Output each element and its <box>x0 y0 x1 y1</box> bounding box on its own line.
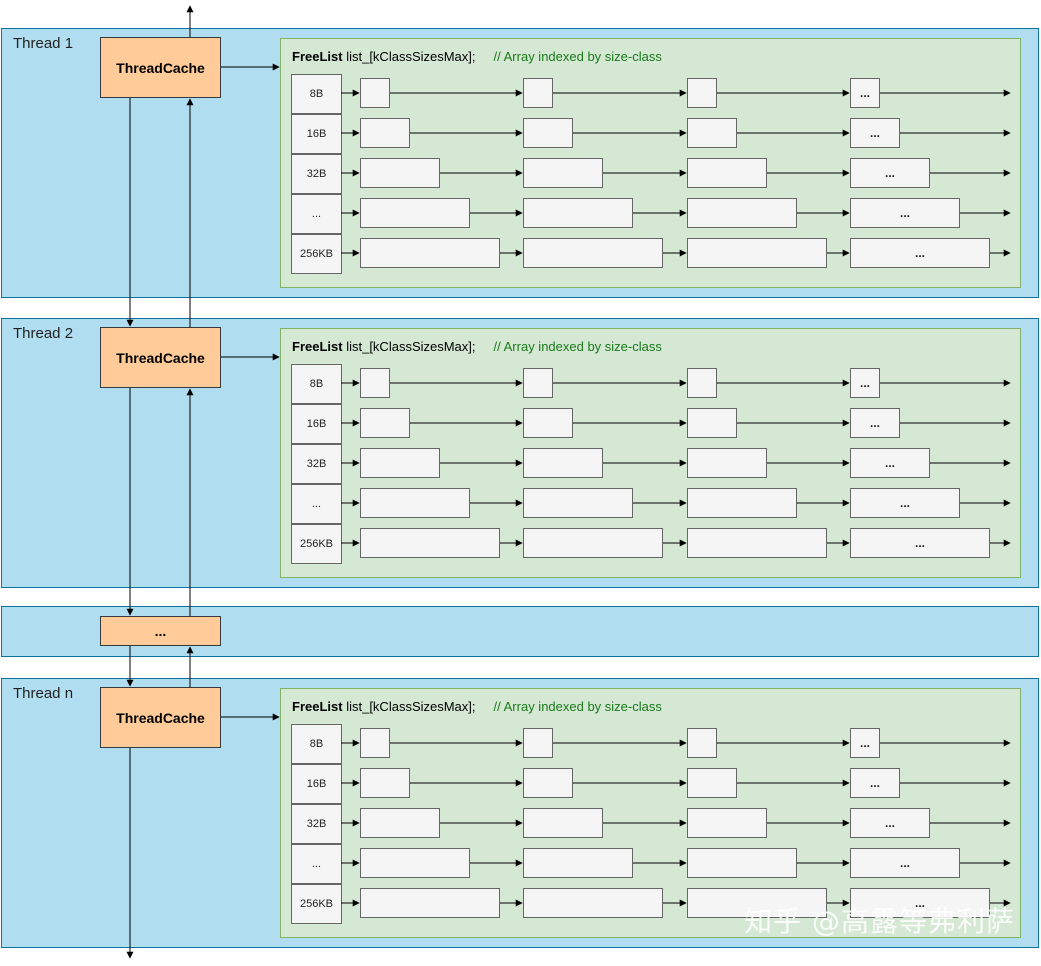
freelist-array: list_[kClassSizesMax]; <box>346 339 476 354</box>
freelist-node <box>523 118 573 148</box>
freelist-keyword: FreeList <box>292 339 343 354</box>
freelist-comment: // Array indexed by size-class <box>493 699 662 714</box>
size-class-cell: 16B <box>291 404 342 444</box>
freelist-node-more: ... <box>850 118 900 148</box>
freelist-node-more: ... <box>850 78 880 108</box>
freelist-node <box>360 158 440 188</box>
size-class-cell: 256KB <box>291 234 342 274</box>
freelist-node <box>360 408 410 438</box>
size-class-cell: ... <box>291 194 342 234</box>
freelist-node <box>523 808 603 838</box>
size-class-cell: 16B <box>291 764 342 804</box>
size-class-cell: 16B <box>291 114 342 154</box>
freelist-node <box>360 368 390 398</box>
freelist-node <box>523 768 573 798</box>
freelist-node-more: ... <box>850 528 990 558</box>
watermark: 知乎 @高露等弗利萨 <box>744 905 1015 938</box>
thread-label: Thread n <box>13 685 74 702</box>
freelist-node <box>523 528 663 558</box>
freelist-node-more: ... <box>850 198 960 228</box>
freelist-node <box>687 768 737 798</box>
freelist-node-more: ... <box>850 768 900 798</box>
size-class-cell: 32B <box>291 444 342 484</box>
size-class-cell: ... <box>291 844 342 884</box>
freelist-node <box>687 448 767 478</box>
size-class-cell: ... <box>291 484 342 524</box>
freelist-node <box>360 808 440 838</box>
freelist-comment: // Array indexed by size-class <box>493 49 662 64</box>
freelist-declaration: FreeList list_[kClassSizesMax]; // Array … <box>292 49 662 64</box>
freelist-node <box>687 488 797 518</box>
freelist-node <box>523 728 553 758</box>
freelist-node <box>687 528 827 558</box>
freelist-node <box>360 238 500 268</box>
freelist-node <box>523 198 633 228</box>
freelist-node <box>360 198 470 228</box>
freelist-keyword: FreeList <box>292 49 343 64</box>
freelist-node <box>360 528 500 558</box>
freelist-keyword: FreeList <box>292 699 343 714</box>
freelist-node <box>523 448 603 478</box>
thread-cache-box: ThreadCache <box>100 687 221 748</box>
size-class-cell: 256KB <box>291 884 342 924</box>
freelist-node-more: ... <box>850 368 880 398</box>
thread-label: Thread 1 <box>13 35 74 52</box>
freelist-node-more: ... <box>850 848 960 878</box>
freelist-node-more: ... <box>850 728 880 758</box>
freelist-node <box>687 728 717 758</box>
thread-cache-ellipsis-box: ... <box>100 616 221 646</box>
freelist-node-more: ... <box>850 808 930 838</box>
freelist-array: list_[kClassSizesMax]; <box>346 699 476 714</box>
freelist-node <box>523 408 573 438</box>
size-class-cell: 8B <box>291 364 342 404</box>
freelist-node-more: ... <box>850 888 990 918</box>
size-class-cell: 8B <box>291 724 342 764</box>
freelist-node-more: ... <box>850 238 990 268</box>
freelist-node <box>360 848 470 878</box>
freelist-declaration: FreeList list_[kClassSizesMax]; // Array … <box>292 339 662 354</box>
freelist-node <box>523 158 603 188</box>
freelist-node <box>523 368 553 398</box>
freelist-node <box>360 768 410 798</box>
freelist-comment: // Array indexed by size-class <box>493 339 662 354</box>
freelist-node <box>360 488 470 518</box>
thread-cache-box: ThreadCache <box>100 37 221 98</box>
freelist-node <box>523 78 553 108</box>
freelist-node <box>687 888 827 918</box>
freelist-node <box>360 448 440 478</box>
freelist-node <box>360 118 410 148</box>
thread-label: Thread 2 <box>13 325 74 342</box>
freelist-node <box>360 78 390 108</box>
freelist-node-more: ... <box>850 448 930 478</box>
freelist-node <box>360 728 390 758</box>
freelist-node-more: ... <box>850 158 930 188</box>
freelist-node <box>523 488 633 518</box>
freelist-node <box>687 78 717 108</box>
freelist-node <box>360 888 500 918</box>
size-class-cell: 8B <box>291 74 342 114</box>
freelist-node <box>687 118 737 148</box>
size-class-cell: 32B <box>291 154 342 194</box>
freelist-node-more: ... <box>850 408 900 438</box>
size-class-cell: 256KB <box>291 524 342 564</box>
freelist-node <box>687 408 737 438</box>
freelist-node <box>687 808 767 838</box>
freelist-node <box>523 888 663 918</box>
freelist-node-more: ... <box>850 488 960 518</box>
freelist-node <box>687 198 797 228</box>
thread-cache-box: ThreadCache <box>100 327 221 388</box>
freelist-array: list_[kClassSizesMax]; <box>346 49 476 64</box>
freelist-node <box>523 848 633 878</box>
size-class-cell: 32B <box>291 804 342 844</box>
freelist-declaration: FreeList list_[kClassSizesMax]; // Array … <box>292 699 662 714</box>
freelist-node <box>687 158 767 188</box>
freelist-node <box>687 848 797 878</box>
freelist-node <box>523 238 663 268</box>
freelist-node <box>687 368 717 398</box>
freelist-node <box>687 238 827 268</box>
